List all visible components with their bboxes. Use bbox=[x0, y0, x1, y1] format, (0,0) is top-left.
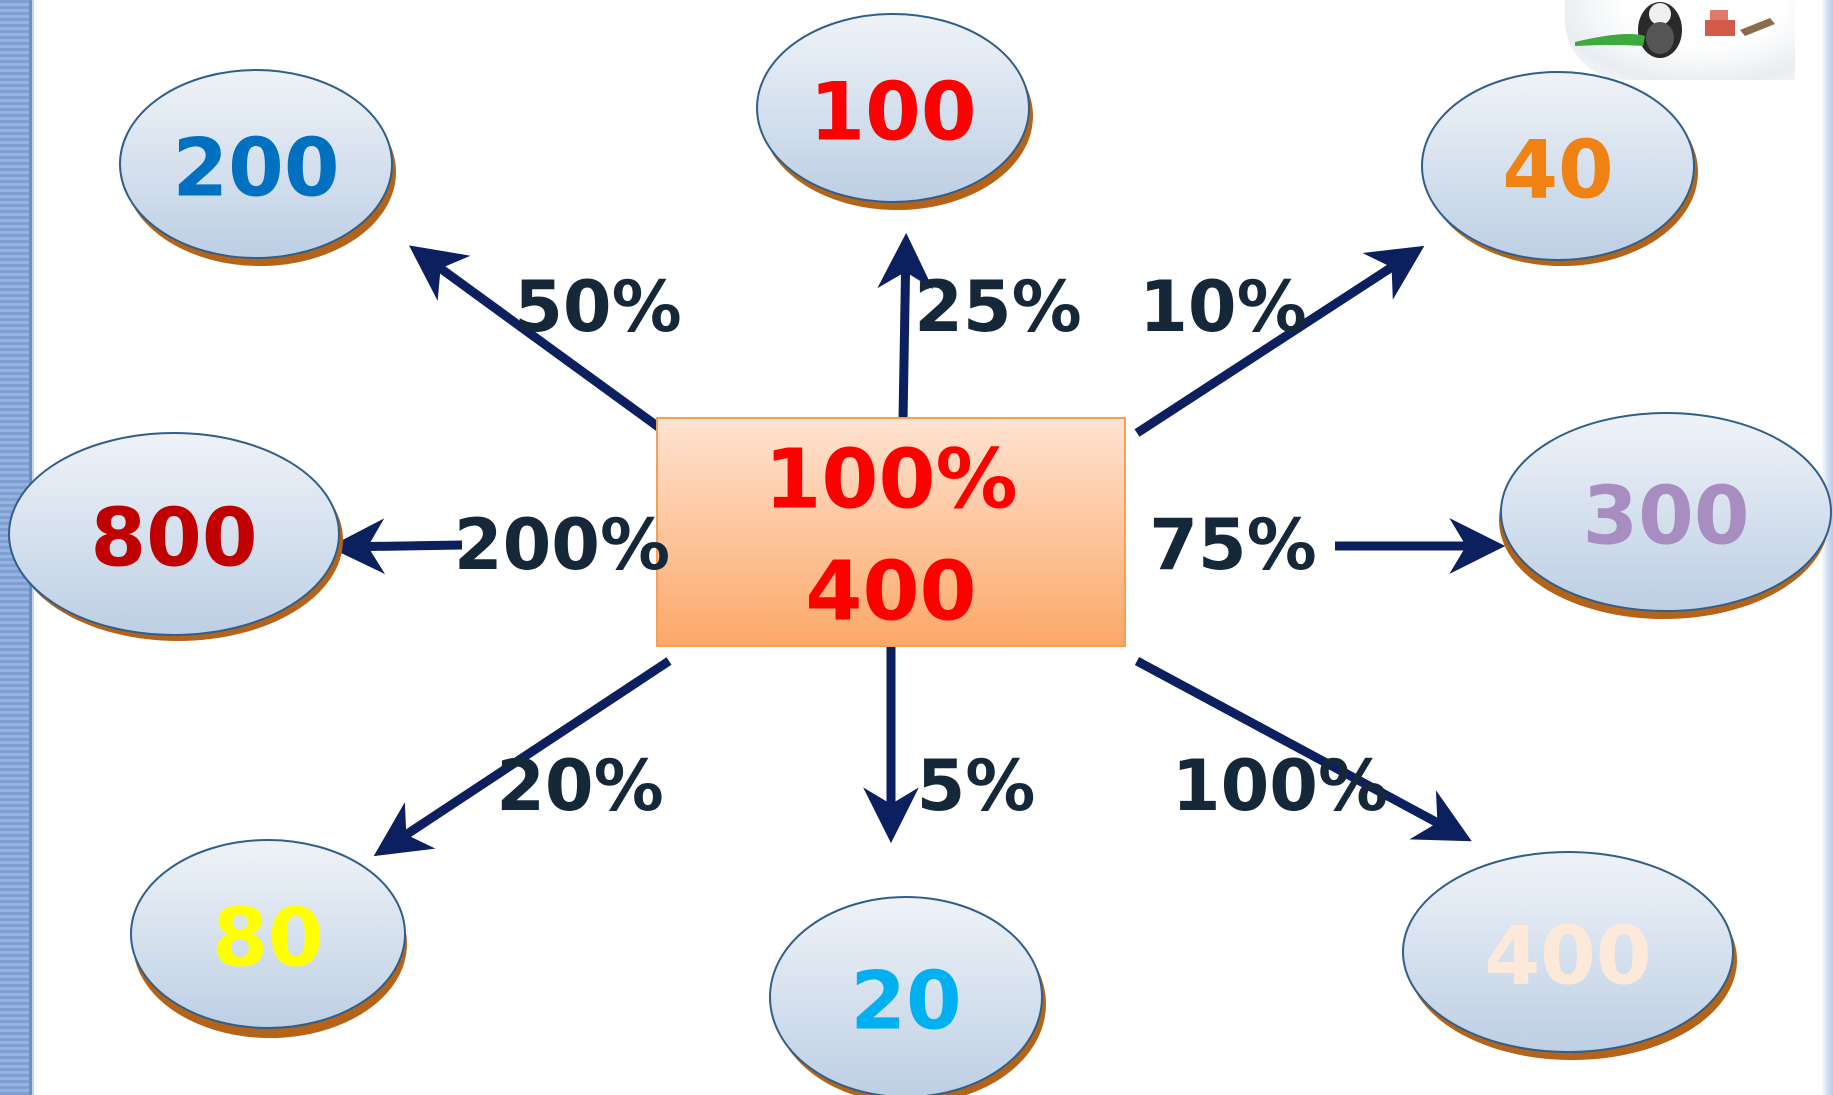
result-value-bottom: 20 bbox=[850, 955, 961, 1048]
percent-label-top-right: 10% bbox=[1139, 266, 1307, 348]
result-bubble-right: 300 bbox=[1499, 412, 1832, 619]
result-value-bottom-right: 400 bbox=[1485, 910, 1652, 1003]
result-value-top-left: 200 bbox=[173, 122, 340, 215]
percent-label-bottom-right: 100% bbox=[1172, 745, 1388, 827]
arrow-top-left bbox=[408, 245, 671, 438]
arrow-top bbox=[877, 232, 934, 421]
result-bubble-top-left: 200 bbox=[119, 69, 396, 266]
result-value-top: 100 bbox=[810, 66, 977, 159]
result-bubble-top: 100 bbox=[756, 13, 1033, 210]
result-value-left: 800 bbox=[91, 492, 258, 585]
result-bubble-bottom-right: 400 bbox=[1402, 851, 1737, 1060]
mascot-icon bbox=[1575, 2, 1775, 58]
result-value-bottom-left: 80 bbox=[212, 892, 323, 985]
percent-label-top: 25% bbox=[914, 266, 1082, 348]
center-box bbox=[656, 417, 1126, 647]
percent-label-left: 200% bbox=[454, 504, 670, 586]
result-bubble-bottom: 20 bbox=[769, 896, 1046, 1095]
arrow-top-right bbox=[1134, 245, 1425, 437]
result-bubble-bottom-left: 80 bbox=[130, 839, 407, 1038]
result-value-right: 300 bbox=[1583, 470, 1750, 563]
percent-label-top-left: 50% bbox=[514, 266, 682, 348]
result-bubble-top-right: 40 bbox=[1421, 71, 1698, 266]
arrow-left bbox=[328, 518, 463, 575]
result-value-top-right: 40 bbox=[1502, 124, 1613, 217]
arrow-bottom-left bbox=[373, 657, 672, 857]
right-frame-border bbox=[1821, 0, 1833, 1095]
center-percent: 100% bbox=[764, 433, 1017, 528]
percent-label-right: 75% bbox=[1149, 504, 1317, 586]
center-value: 400 bbox=[805, 545, 976, 640]
result-bubble-left: 800 bbox=[8, 432, 343, 641]
percent-label-bottom: 5% bbox=[917, 745, 1036, 827]
percent-label-bottom-left: 20% bbox=[496, 745, 664, 827]
arrow-bottom-right bbox=[1134, 657, 1472, 842]
mascot-decoration bbox=[1565, 0, 1795, 80]
